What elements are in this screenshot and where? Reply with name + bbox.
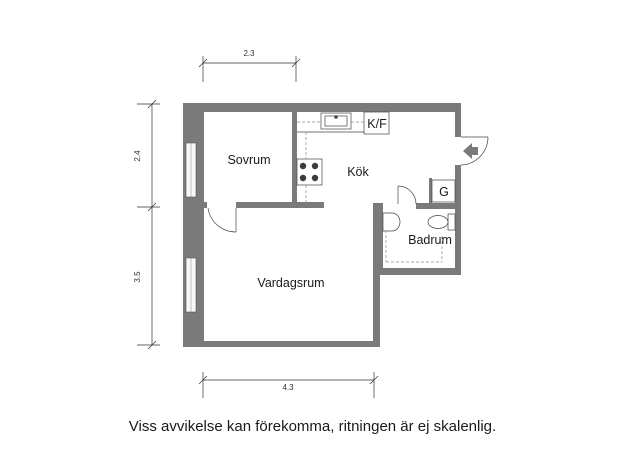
kitchen-counter <box>297 112 364 133</box>
wall-sovrum-bottom <box>236 202 324 208</box>
walls <box>183 103 461 347</box>
windows <box>185 142 197 313</box>
kf-box <box>363 111 390 135</box>
room-label-kf: K/F <box>367 117 387 131</box>
doors <box>207 136 489 233</box>
dashed-guidelines <box>297 121 443 263</box>
g-box <box>431 179 456 203</box>
dim-label-left-upper: 2.4 <box>133 150 142 162</box>
room-label-kok: Kök <box>347 165 369 179</box>
wall-step <box>373 203 382 210</box>
bathroom-sink <box>382 212 401 232</box>
wall-bath-bottom <box>373 268 461 275</box>
toilet-tank <box>447 213 456 231</box>
entrance-arrow-icon <box>463 143 478 159</box>
room-label-badrum: Badrum <box>408 233 452 247</box>
room-label-g: G <box>439 185 449 199</box>
bathroom-fixtures <box>382 212 456 232</box>
wall-bath-top <box>416 203 461 209</box>
wall-sovrum-bottom-stub <box>204 202 207 208</box>
dim-label-bottom: 4.3 <box>282 383 294 392</box>
dim-label-top: 2.3 <box>243 49 255 58</box>
wall-outer-right <box>455 103 461 275</box>
wall-outer-bottom <box>183 341 380 347</box>
room-label-vardagsrum: Vardagsrum <box>257 276 324 290</box>
wall-sovrum-right <box>292 103 297 203</box>
dimension-lines <box>137 56 379 398</box>
stove <box>296 158 323 186</box>
room-label-sovrum: Sovrum <box>227 153 270 167</box>
wall-bath-left <box>380 203 383 275</box>
wall-outer-top <box>183 103 461 112</box>
toilet-bowl <box>427 215 449 229</box>
wall-g-left <box>429 178 432 206</box>
disclaimer-caption: Viss avvikelse kan förekomma, ritningen … <box>128 418 497 435</box>
dim-label-left-lower: 3.5 <box>133 271 142 283</box>
